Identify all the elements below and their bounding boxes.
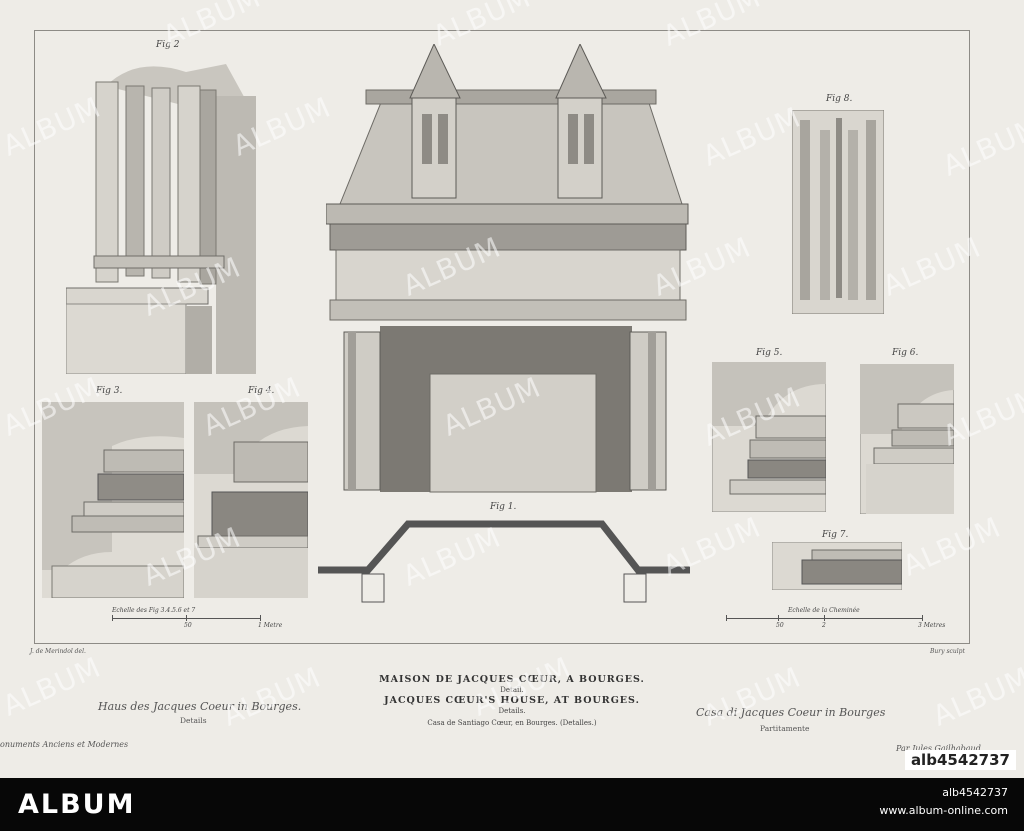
title-english-sub: Details. bbox=[498, 707, 526, 715]
italian-title: Casa di Jacques Coeur in Bourges bbox=[696, 706, 886, 719]
right-scale-mid: 50 bbox=[776, 622, 784, 629]
fig1-label: Fig 1. bbox=[490, 502, 517, 512]
engraving-plate: Fig 2 bbox=[0, 0, 1024, 770]
watermark: ALBUM bbox=[217, 660, 326, 733]
fig5-drawing bbox=[712, 362, 826, 512]
engraver-credit: Bury sculpt bbox=[930, 648, 965, 655]
title-english: JACQUES CŒUR'S HOUSE, AT BOURGES. bbox=[384, 695, 640, 706]
fig7-label: Fig 7. bbox=[822, 530, 849, 540]
fig3-label: Fig 3. bbox=[96, 386, 123, 396]
fig8-label: Fig 8. bbox=[826, 94, 853, 104]
publisher-edge: Par Jules Gailhabaud bbox=[896, 744, 981, 753]
watermark: ALBUM bbox=[697, 660, 806, 733]
fig1-plan bbox=[318, 518, 692, 610]
footer-bar: ALBUM alb4542737 www.album-online.com bbox=[0, 778, 1024, 831]
left-scale-title: Echelle des Fig 3.4.5.6 et 7 bbox=[112, 607, 196, 614]
watermark: ALBUM bbox=[0, 650, 106, 723]
fig1-fireplace-elevation bbox=[326, 44, 698, 494]
draftsman-credit: J. de Merindol del. bbox=[30, 648, 86, 655]
fig2-label: Fig 2 bbox=[156, 40, 180, 50]
german-subtitle: Details bbox=[180, 716, 207, 725]
plate-title-block: MAISON DE JACQUES CŒUR, A BOURGES. Detai… bbox=[330, 674, 694, 727]
left-scale-mid: 50 bbox=[184, 622, 192, 629]
fig4-drawing bbox=[194, 402, 308, 598]
title-spanish: Casa de Santiago Cœur, en Bourges. (Deta… bbox=[427, 719, 597, 727]
site-link[interactable]: www.album-online.com bbox=[879, 804, 1008, 817]
fig6-label: Fig 6. bbox=[892, 348, 919, 358]
album-logo[interactable]: ALBUM bbox=[18, 789, 136, 820]
italian-subtitle: Partitamente bbox=[760, 724, 810, 733]
right-scale-bar: Echelle de la Cheminée 50 2 3 Metres bbox=[726, 607, 945, 632]
reference-code: alb4542737 bbox=[942, 786, 1008, 799]
german-title: Haus des Jacques Coeur in Bourges. bbox=[98, 700, 302, 713]
left-scale-unit: 1 Metre bbox=[258, 622, 283, 629]
left-scale-bar: Echelle des Fig 3.4.5.6 et 7 50 1 Metre bbox=[112, 607, 282, 632]
image-reference-tag: alb4542737 bbox=[904, 750, 1016, 770]
fig2-drawing bbox=[66, 56, 262, 374]
right-scale-title: Echelle de la Cheminée bbox=[788, 607, 860, 614]
series-title-edge: onuments Anciens et Modernes bbox=[0, 740, 129, 749]
plate-border bbox=[34, 30, 970, 644]
right-scale-unit: 3 Metres bbox=[918, 622, 946, 629]
fig3-drawing bbox=[42, 402, 184, 598]
fig6-drawing bbox=[860, 364, 954, 514]
right-scale-two: 2 bbox=[822, 622, 826, 629]
fig8-drawing bbox=[792, 110, 884, 314]
fig7-drawing bbox=[772, 542, 902, 590]
fig4-label: Fig 4. bbox=[248, 386, 275, 396]
title-french-sub: Detail. bbox=[500, 686, 524, 694]
watermark: ALBUM bbox=[927, 660, 1024, 733]
fig5-label: Fig 5. bbox=[756, 348, 783, 358]
title-french: MAISON DE JACQUES CŒUR, A BOURGES. bbox=[379, 674, 645, 685]
